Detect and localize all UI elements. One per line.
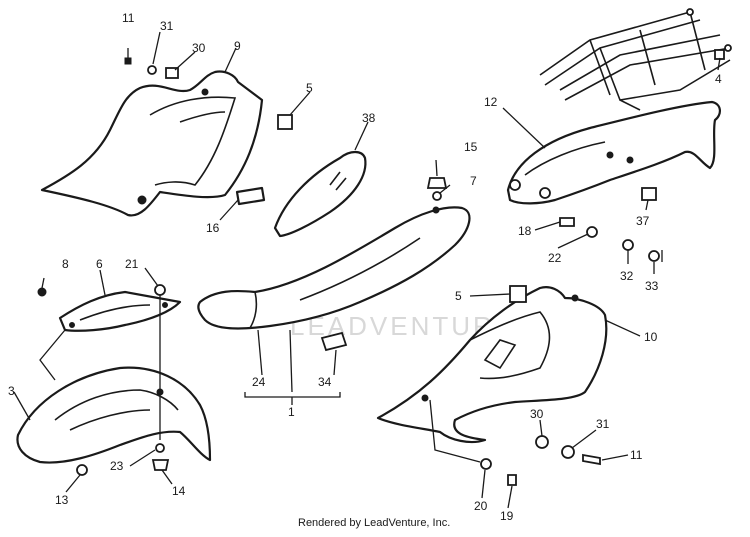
decal[interactable] xyxy=(235,186,266,206)
callout-6: 6 xyxy=(96,257,103,271)
left-side-cover[interactable] xyxy=(40,70,264,217)
callout-24: 24 xyxy=(252,375,266,389)
callout-5-top: 5 xyxy=(306,81,313,95)
callout-8: 8 xyxy=(62,257,69,271)
seat[interactable] xyxy=(197,206,471,330)
callout-7: 7 xyxy=(470,174,477,188)
callout-13: 13 xyxy=(55,493,69,507)
footer-credit: Rendered by LeadVenture, Inc. xyxy=(298,517,450,529)
seat-pad[interactable] xyxy=(273,150,367,238)
leader-lines xyxy=(13,31,721,509)
callout-18: 18 xyxy=(518,224,532,238)
callout-5-bottom: 5 xyxy=(455,289,462,303)
hardware xyxy=(37,48,725,486)
rear-fender[interactable] xyxy=(506,100,721,205)
callout-10: 10 xyxy=(644,330,658,344)
callout-14: 14 xyxy=(172,484,186,498)
rear-frame[interactable] xyxy=(539,8,732,111)
callout-38: 38 xyxy=(362,111,376,125)
callout-16: 16 xyxy=(206,221,220,235)
right-side-cover[interactable] xyxy=(376,286,608,444)
callout-20: 20 xyxy=(474,499,488,513)
callout-31-top: 31 xyxy=(160,19,174,33)
callout-31-bottom: 31 xyxy=(596,417,610,431)
callout-12: 12 xyxy=(484,95,498,109)
front-fender[interactable] xyxy=(16,366,212,464)
callout-30-top: 30 xyxy=(192,41,206,55)
callout-9: 9 xyxy=(234,39,241,53)
callout-15: 15 xyxy=(464,140,478,154)
callout-4: 4 xyxy=(715,72,722,86)
callout-11-top: 11 xyxy=(122,11,135,25)
callout-37: 37 xyxy=(636,214,650,228)
callout-21: 21 xyxy=(125,257,139,271)
seat-bracket[interactable] xyxy=(320,331,348,352)
callout-labels: 11 31 30 9 5 38 15 7 12 4 16 18 37 22 32… xyxy=(8,11,722,523)
fender-plate[interactable] xyxy=(58,290,182,332)
callout-11-bottom: 11 xyxy=(630,448,643,462)
callout-34: 34 xyxy=(318,375,332,389)
callout-33: 33 xyxy=(645,279,659,293)
callout-23: 23 xyxy=(110,459,124,473)
callout-30-bottom: 30 xyxy=(530,407,544,421)
callout-3: 3 xyxy=(8,384,15,398)
callout-1: 1 xyxy=(288,405,295,419)
callout-19: 19 xyxy=(500,509,514,523)
callout-22: 22 xyxy=(548,251,562,265)
callout-32: 32 xyxy=(620,269,634,283)
